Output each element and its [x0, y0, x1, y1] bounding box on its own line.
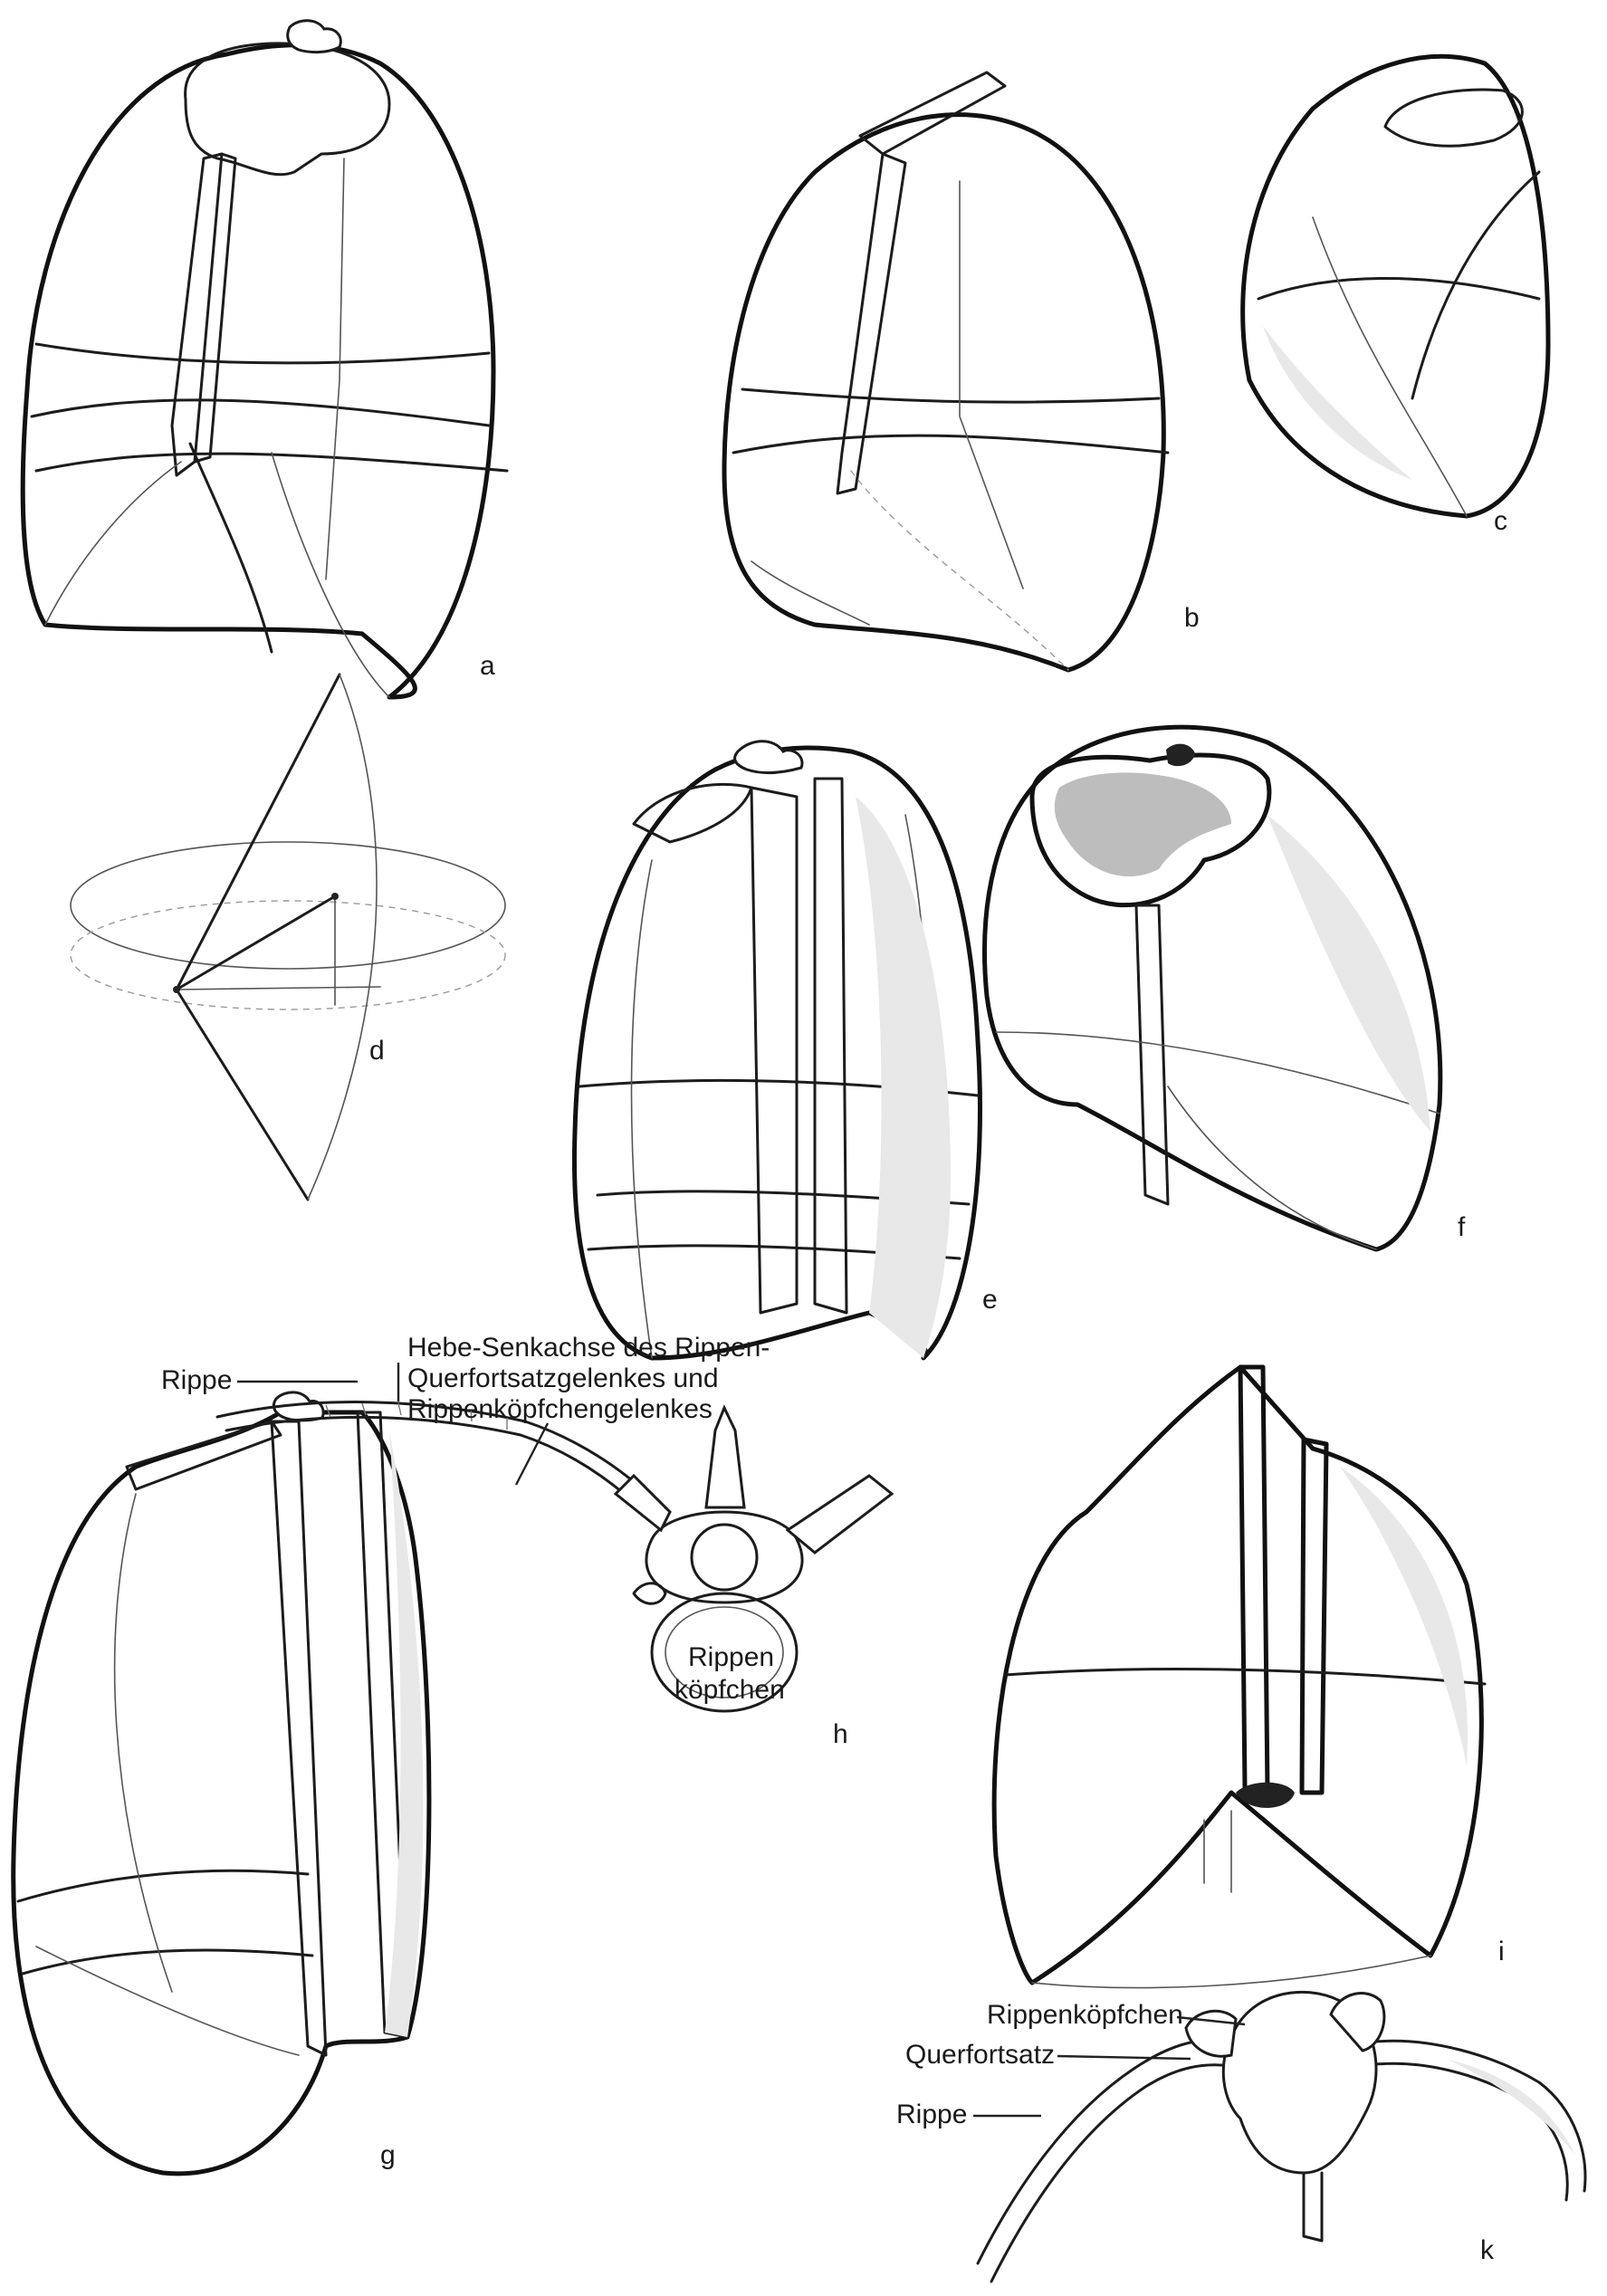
figure-f-lower-arc: [1168, 1086, 1376, 1249]
figure-k-spine: [1304, 2173, 1322, 2241]
label-rippenkoepfchen-line2: köpfchen: [674, 1675, 785, 1705]
figure-d-geometric-axes: [71, 674, 505, 1200]
figure-d-lower-line: [177, 990, 308, 1200]
figure-i-sternum-right: [1302, 1440, 1326, 1793]
leader-axis-2: [516, 1423, 548, 1485]
figure-a-rib-band-2: [32, 400, 489, 426]
figure-h-transverse-left: [616, 1476, 670, 1530]
figure-a-lower-left: [190, 444, 272, 652]
figure-d-point-1: [331, 893, 339, 900]
figure-a-midline: [326, 158, 344, 579]
figure-d-ray-2: [177, 987, 380, 990]
figure-letter-k: k: [1480, 2235, 1495, 2265]
figure-d-arc: [308, 674, 377, 1200]
figure-b-left-arc: [751, 561, 869, 625]
figure-letter-g: g: [380, 2140, 396, 2170]
figure-letter-i: i: [1498, 1937, 1505, 1966]
figure-a-ribcage-front: [23, 21, 507, 697]
label-k-rippe: Rippe: [896, 2100, 967, 2129]
figure-f-vertebra-dark: [1166, 744, 1195, 767]
figure-k-left-rib: [978, 2040, 1231, 2263]
figure-e-left-arc: [632, 860, 653, 1358]
figure-e-sternum-left: [751, 788, 797, 1313]
figure-i-lower-arc: [1032, 1956, 1430, 1988]
figure-g-clavicle: [127, 1421, 281, 1489]
figure-g-diagonal: [36, 1947, 299, 2055]
figure-letter-d: d: [369, 1036, 385, 1066]
figure-g-outline: [14, 1412, 429, 2174]
figure-g-rib-band-1: [18, 1870, 308, 1901]
figure-letter-a: a: [480, 651, 495, 681]
figure-a-sternum: [172, 154, 222, 475]
figure-c-diagonal-1: [1258, 279, 1539, 300]
figure-g-inner-arc: [115, 1494, 172, 1992]
figure-h-transverse-right: [788, 1476, 892, 1553]
figure-g-ribcage-side: [14, 1392, 429, 2174]
figure-h-joint-head: [634, 1583, 665, 1604]
label-axis-line3: Rippenköpfchengelenkes: [407, 1394, 713, 1424]
figure-e-shading: [856, 797, 951, 1358]
figure-b-sternum: [837, 154, 905, 493]
figure-letter-c: c: [1494, 506, 1507, 536]
figure-d-lower-ellipse: [71, 901, 505, 1009]
figure-b-midline: [960, 181, 1023, 588]
figure-d-upper-ellipse: [71, 842, 505, 969]
figure-letter-f: f: [1458, 1212, 1466, 1242]
figure-i-ribcage-lower: [994, 1367, 1485, 1988]
label-rippe-h: Rippe: [161, 1365, 232, 1395]
figure-b-rib-band-2: [733, 435, 1168, 453]
figure-g-sternum-left: [272, 1421, 326, 2055]
figure-letter-e: e: [982, 1285, 998, 1315]
figure-a-rib-band-1: [36, 344, 489, 363]
figure-k-vertebra-ribs: [978, 1992, 1585, 2282]
figure-a-vertebra: [288, 21, 341, 53]
figure-a-sternum-right: [195, 154, 235, 462]
figure-b-rib-band-1: [742, 389, 1159, 402]
figure-e-ribcage-split: [574, 741, 980, 1358]
label-k-querfortsatz: Querfortsatz: [905, 2040, 1055, 2070]
leader-k-querfortsatz: [1057, 2056, 1191, 2059]
label-k-rippenkoepfchen: Rippenköpfchen: [987, 2000, 1183, 2030]
figure-a-lower-arc: [272, 453, 389, 697]
figure-c-shading: [1263, 326, 1412, 480]
figure-c-inner-arc: [1313, 217, 1467, 516]
figure-b-top-bar: [860, 72, 1005, 154]
figure-i-sternum-left: [1240, 1367, 1267, 1793]
figure-e-left-clav: [634, 784, 751, 842]
figure-g-shading: [385, 1430, 423, 2037]
figure-h-rib-vertebra: [217, 1402, 892, 1711]
figure-k-left-rib-lower: [991, 2065, 1231, 2282]
figure-a-rib-band-3: [36, 454, 507, 471]
figure-letter-h: h: [833, 1719, 848, 1749]
label-axis-line2: Querfortsatzgelenkes und: [407, 1363, 719, 1393]
figure-h-rib-lower: [226, 1417, 643, 1510]
figure-e-vertebra: [735, 741, 802, 773]
figure-e-sternum-right: [815, 779, 847, 1313]
figure-f-sternum: [1136, 905, 1168, 1204]
label-axis-line1: Hebe-Senkachse des Rippen-: [407, 1333, 770, 1363]
figure-a-outline: [23, 45, 493, 697]
figure-i-outline: [994, 1367, 1481, 1983]
figure-f-ribcage-rear: [985, 727, 1440, 1249]
figure-c-top-ring: [1385, 90, 1522, 146]
figure-k-right-rib-lower: [1376, 2063, 1567, 2200]
figure-d-point-2: [173, 986, 180, 993]
figure-letter-b: b: [1184, 603, 1200, 633]
label-rippenkoepfchen-line1: Rippen: [688, 1642, 774, 1672]
figure-a-left-arc: [45, 462, 181, 625]
figure-b-ribcage-tilted: [724, 72, 1168, 670]
figure-i-shading: [1340, 1467, 1468, 1765]
figure-h-spinal-canal: [692, 1525, 757, 1590]
figure-f-shading: [1267, 815, 1430, 1132]
figure-c-ribcage-side: [1243, 56, 1548, 516]
figure-c-outline: [1243, 56, 1548, 516]
